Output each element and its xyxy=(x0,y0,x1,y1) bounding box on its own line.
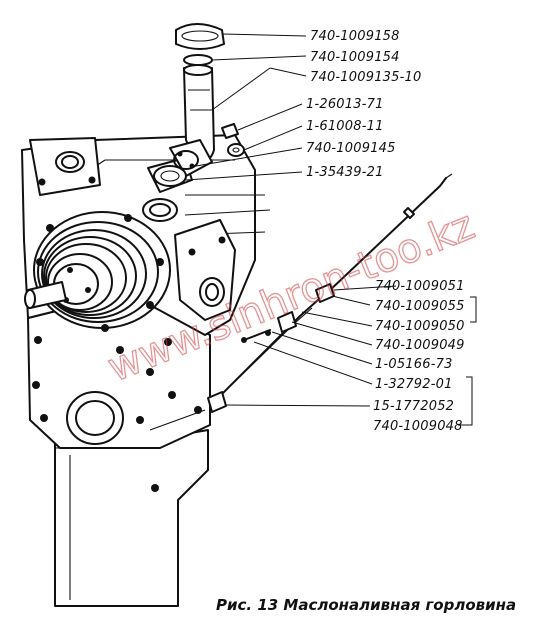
figure-caption: Рис. 13 Маслоналивная горловина xyxy=(216,596,516,614)
part-label: 740-1009154 xyxy=(310,50,400,65)
tube-clamp xyxy=(277,311,297,333)
part-label: 740-1009135-10 xyxy=(310,70,421,85)
part-label: 740-1009049 xyxy=(375,338,465,353)
part-label: 1-05166-73 xyxy=(375,357,453,372)
pump-housing xyxy=(142,198,236,321)
part-label: 740-1009048 xyxy=(373,419,463,434)
part-labels: 740-1009158 740-1009154 740-1009135-10 1… xyxy=(306,29,465,434)
mount-bolt xyxy=(221,123,239,139)
crankshaft-pulley xyxy=(24,211,171,332)
filler-elbow xyxy=(169,139,213,177)
part-label: 740-1009051 xyxy=(375,279,465,294)
dipstick-rod xyxy=(327,177,447,293)
filler-cap xyxy=(175,23,225,50)
crankcase xyxy=(54,429,209,607)
timing-cover xyxy=(27,304,211,492)
cap-gasket xyxy=(183,54,213,66)
leader-lines xyxy=(185,33,477,426)
mount-washer xyxy=(227,143,245,157)
elbow-gasket xyxy=(153,165,187,187)
engine-drawing xyxy=(21,23,453,607)
part-label: 1-61008-11 xyxy=(306,119,384,134)
part-label: 1-26013-71 xyxy=(306,97,384,112)
cylinder-head-corner xyxy=(29,137,101,196)
part-label: 1-35439-21 xyxy=(306,165,384,180)
part-label: 740-1009050 xyxy=(375,319,465,334)
part-label: 1-32792-01 xyxy=(375,377,453,392)
tube-fitting xyxy=(207,391,227,413)
part-label: 740-1009158 xyxy=(310,29,400,44)
part-label: 740-1009145 xyxy=(306,141,396,156)
part-label: 15-1772052 xyxy=(373,399,454,414)
oil-filler-neck-assembly xyxy=(153,23,245,187)
part-label: 740-1009055 xyxy=(375,299,465,314)
